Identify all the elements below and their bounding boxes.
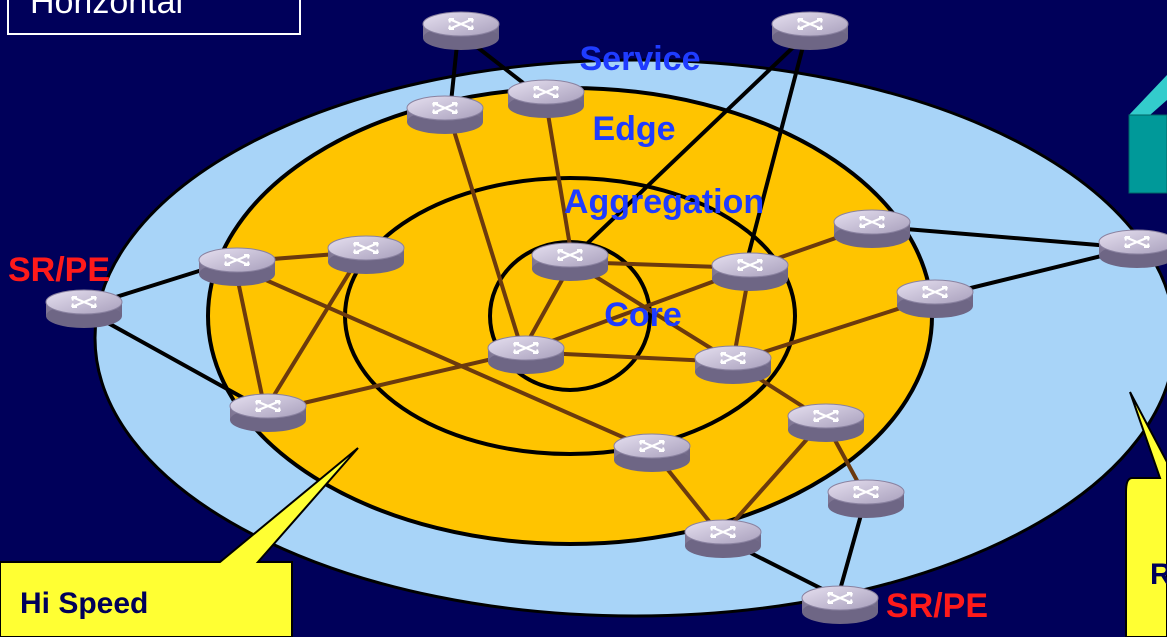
aggregation-label: Aggregation	[564, 183, 764, 221]
callout-left: Hi Speed	[0, 447, 359, 637]
cube-icon	[1128, 75, 1167, 194]
callout-right-text: R	[1150, 558, 1167, 591]
callout-right: R	[1125, 391, 1167, 637]
sr-pe-label-bottom: SR/PE	[886, 587, 988, 625]
router-icon	[710, 251, 790, 293]
title-text: Horizontal	[30, 0, 183, 21]
router-icon	[506, 78, 586, 120]
edge-ring	[206, 86, 934, 546]
router-icon	[197, 246, 277, 288]
router-icon	[1097, 228, 1167, 270]
router-icon	[683, 518, 763, 560]
router-icon	[44, 288, 124, 330]
edge-label: Edge	[592, 110, 675, 148]
router-icon	[228, 392, 308, 434]
service-label: Service	[580, 40, 701, 78]
router-icon	[786, 402, 866, 444]
router-icon	[800, 584, 880, 626]
sr-pe-label-left: SR/PE	[8, 251, 110, 289]
router-icon	[421, 10, 501, 52]
router-icon	[770, 10, 850, 52]
router-icon	[895, 278, 975, 320]
callout-left-text: Hi Speed	[20, 587, 148, 620]
router-icon	[693, 344, 773, 386]
router-icon	[530, 241, 610, 283]
router-icon	[405, 94, 485, 136]
core-label: Core	[604, 296, 681, 334]
router-icon	[326, 234, 406, 276]
router-icon	[832, 208, 912, 250]
title-box: Horizontal	[7, 0, 301, 35]
router-icon	[486, 334, 566, 376]
router-icon	[612, 432, 692, 474]
router-icon	[826, 478, 906, 520]
